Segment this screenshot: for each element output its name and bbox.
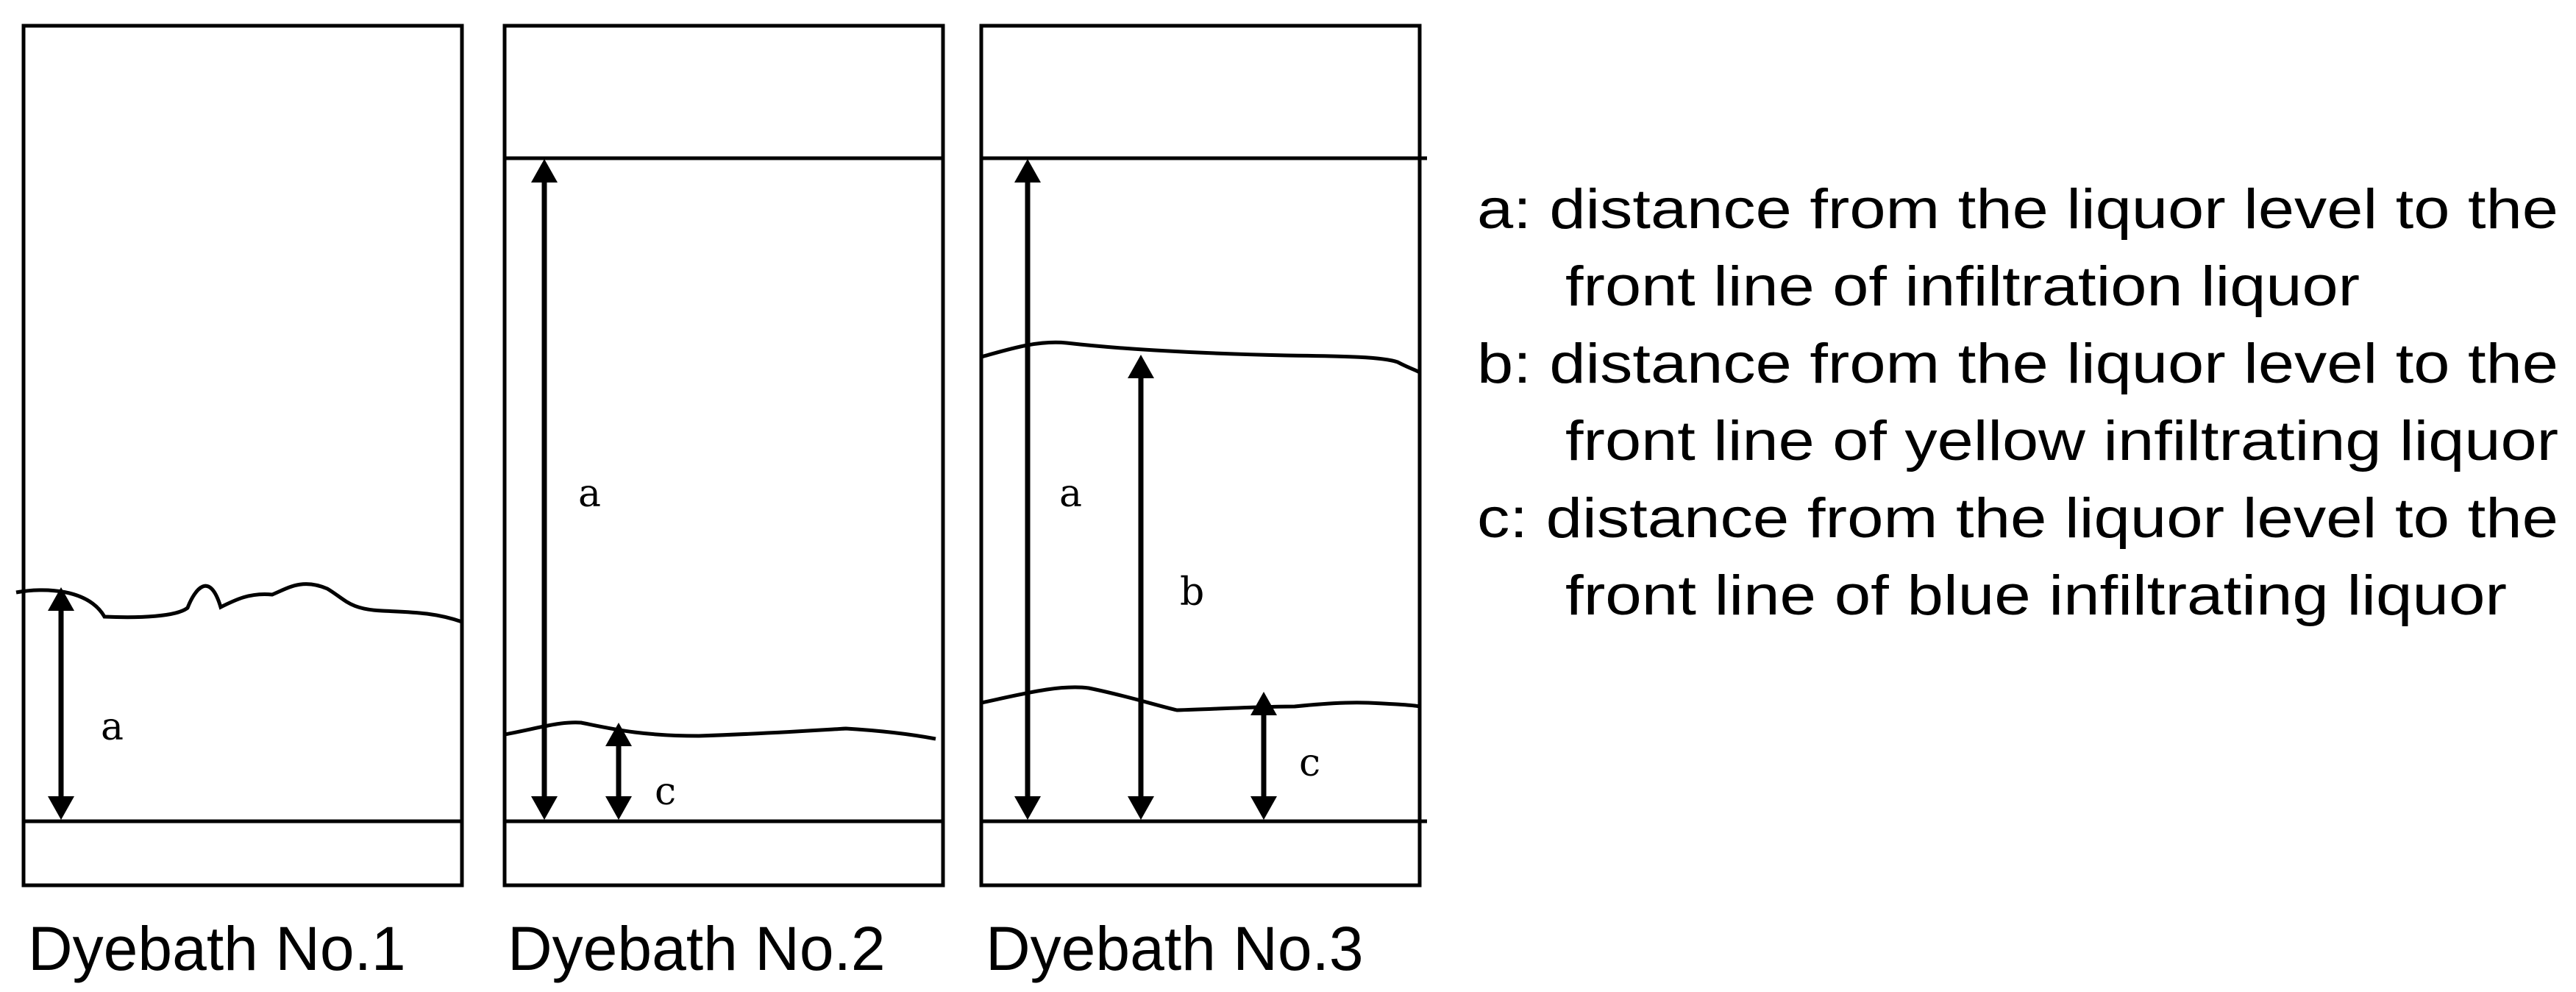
legend-b-line1: b: distance from the liquor level to the bbox=[1477, 333, 2558, 395]
legend-b-line2: front line of yellow infiltrating liquor bbox=[1565, 410, 2558, 472]
arrow-a-2 bbox=[531, 159, 558, 820]
dyebath-panel-1: a Dyebath No.1 bbox=[15, 24, 464, 983]
arrow-c-2 bbox=[605, 723, 632, 820]
arrow-c-3 bbox=[1250, 692, 1277, 820]
arrow-a-3 bbox=[1014, 159, 1041, 820]
arrow-a-label-2: a bbox=[578, 472, 601, 516]
arrow-a-label-3: a bbox=[1059, 472, 1082, 516]
dyebath-panel-2: a c Dyebath No.2 bbox=[502, 24, 945, 983]
blue-front-line-3 bbox=[981, 685, 1420, 712]
dyebath-panel-3: a b c Dyebath No.3 bbox=[979, 24, 1427, 983]
tank-outline-1 bbox=[21, 24, 464, 888]
legend: a: distance from the liquor level to the… bbox=[1477, 178, 2558, 627]
arrow-a-label-1: a bbox=[101, 705, 124, 749]
legend-a-line1: a: distance from the liquor level to the bbox=[1477, 178, 2558, 241]
legend-a-line2: front line of infiltration liquor bbox=[1565, 255, 2360, 318]
caption-dyebath-1: Dyebath No.1 bbox=[28, 914, 406, 983]
arrow-b-label-3: b bbox=[1180, 570, 1204, 614]
arrow-c-label-2: c bbox=[655, 770, 676, 814]
arrow-a-1 bbox=[48, 587, 74, 820]
infiltration-front-line-1 bbox=[15, 582, 463, 624]
caption-dyebath-2: Dyebath No.2 bbox=[508, 914, 886, 983]
tank-outline-2 bbox=[502, 24, 945, 888]
arrow-b-3 bbox=[1128, 355, 1154, 820]
arrow-c-label-3: c bbox=[1299, 741, 1320, 785]
caption-dyebath-3: Dyebath No.3 bbox=[986, 914, 1364, 983]
yellow-front-line-3 bbox=[981, 340, 1421, 375]
blue-front-line-2 bbox=[504, 720, 936, 741]
legend-c-line1: c: distance from the liquor level to the bbox=[1477, 487, 2558, 550]
tank-outline-3 bbox=[979, 24, 1422, 888]
legend-c-line2: front line of blue infiltrating liquor bbox=[1565, 564, 2507, 627]
